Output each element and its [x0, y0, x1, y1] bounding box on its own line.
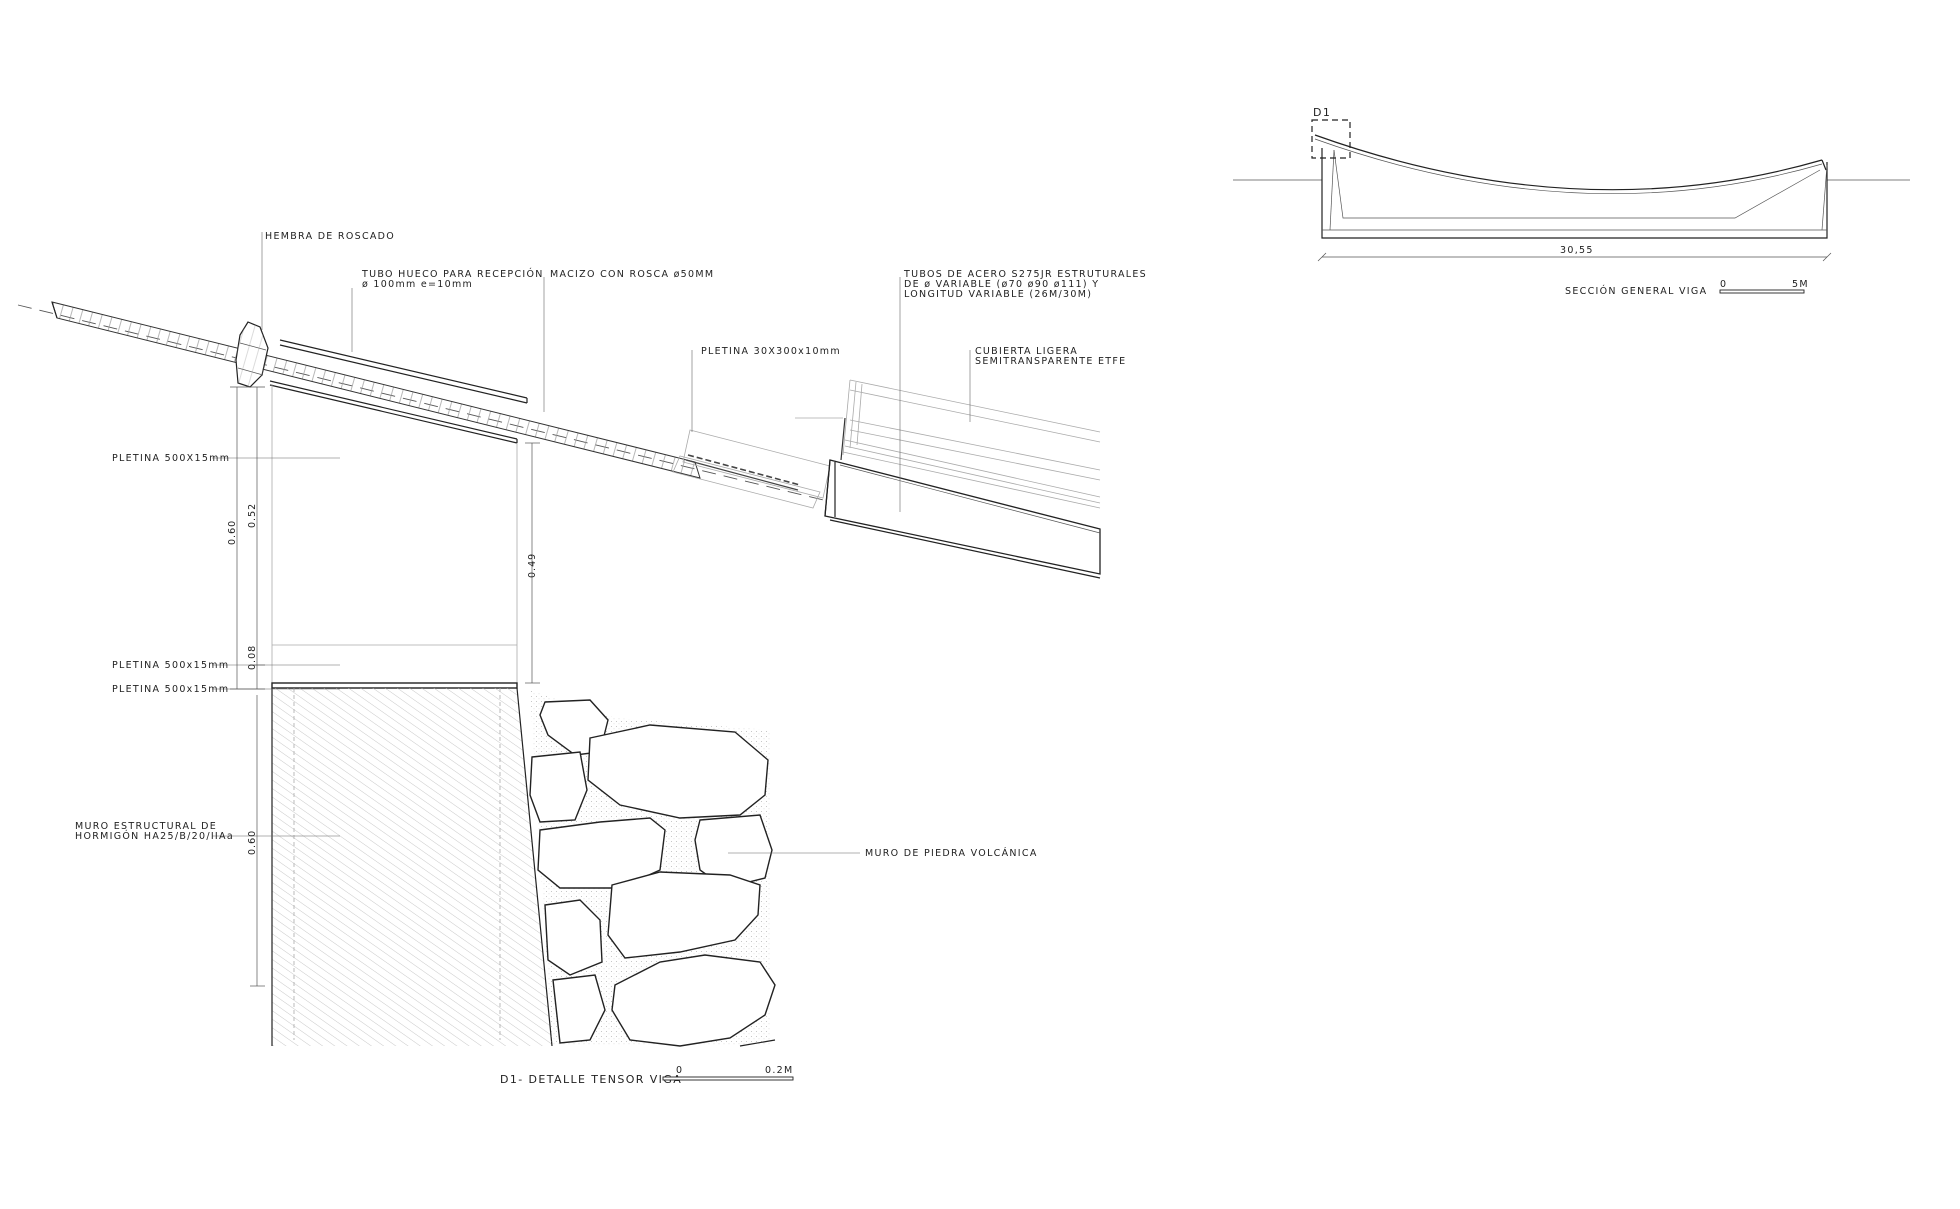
threaded-rod	[51, 301, 701, 479]
label-plate-a: PLETINA 500X15mm	[112, 453, 230, 464]
detail-scale-bar: 0 0.2M	[662, 1065, 794, 1081]
d1-marker-label: D1	[1313, 106, 1331, 119]
label-receiving-tube-size: ø 100mm e=10mm	[362, 279, 473, 290]
base-plate	[271, 682, 518, 689]
label-steel-tubes-1: TUBOS DE ACERO S275JR ESTRUTURALES	[903, 269, 1147, 280]
label-etfe-roof-1: CUBIERTA LIGERA	[975, 346, 1078, 357]
label-concrete-wall-2: HORMIGÓN HA25/B/20/IIAa	[75, 830, 234, 842]
receiving-tube-top	[279, 339, 528, 399]
detail-scale-end: 0.2M	[765, 1065, 794, 1076]
detail-d1: HEMBRA DE ROSCADO TUBO HUECO PARA RECEPC…	[17, 231, 1147, 1086]
curved-beam	[1314, 134, 1823, 191]
label-threading-nut: HEMBRA DE ROSCADO	[265, 231, 395, 242]
label-plate-c: PLETINA 500x15mm	[112, 684, 229, 695]
label-receiving-tube: TUBO HUECO PARA RECEPCIÓN	[361, 268, 544, 280]
concrete-wall	[272, 688, 552, 1046]
leader-lines	[212, 232, 971, 854]
receiving-tube-bottom	[269, 384, 518, 444]
detail-scale-start: 0	[676, 1065, 683, 1076]
dim-049: 0.49	[527, 553, 538, 578]
section-scale-bar: 0 5M	[1719, 279, 1809, 294]
general-section: D1 30,55 SECCIÓN GENERAL VIGA 0 5M	[1233, 106, 1910, 297]
section-scale-start: 0	[1720, 279, 1727, 290]
label-steel-tubes-3: LONGITUD VARIABLE (26M/30M)	[904, 289, 1092, 300]
foundation-frame	[1321, 148, 1828, 239]
dim-060-bottom: 0.60	[247, 830, 258, 855]
steel-tube	[824, 459, 1101, 575]
span-dimension-text: 30,55	[1560, 245, 1594, 256]
plate-30x300	[682, 429, 831, 499]
dim-052: 0.52	[247, 503, 258, 528]
label-plate-30x300: PLETINA 30X300x10mm	[701, 346, 841, 357]
label-volcanic-wall: MURO DE PIEDRA VOLCÁNICA	[865, 847, 1038, 859]
label-etfe-roof-2: SEMITRANSPARENTE ETFE	[975, 356, 1126, 367]
etfe-roof	[849, 379, 1101, 433]
section-scale-end: 5M	[1792, 279, 1809, 290]
detail-title: D1- DETALLE TENSOR VIGA	[500, 1073, 682, 1086]
dimension-lines	[230, 386, 540, 987]
section-title: SECCIÓN GENERAL VIGA	[1565, 285, 1707, 297]
dim-060-top: 0.60	[227, 520, 238, 545]
dim-008: 0.08	[247, 645, 258, 670]
label-plate-b: PLETINA 500x15mm	[112, 660, 229, 671]
label-threaded-solid: MACIZO CON ROSCA ø50MM	[550, 269, 714, 280]
d1-marker-box	[1311, 119, 1351, 159]
label-steel-tubes-2: DE ø VARIABLE (ø70 ø90 ø111) Y	[904, 279, 1099, 290]
label-concrete-wall-1: MURO ESTRUCTURAL DE	[75, 821, 217, 832]
volcanic-stone-wall	[529, 690, 776, 1047]
